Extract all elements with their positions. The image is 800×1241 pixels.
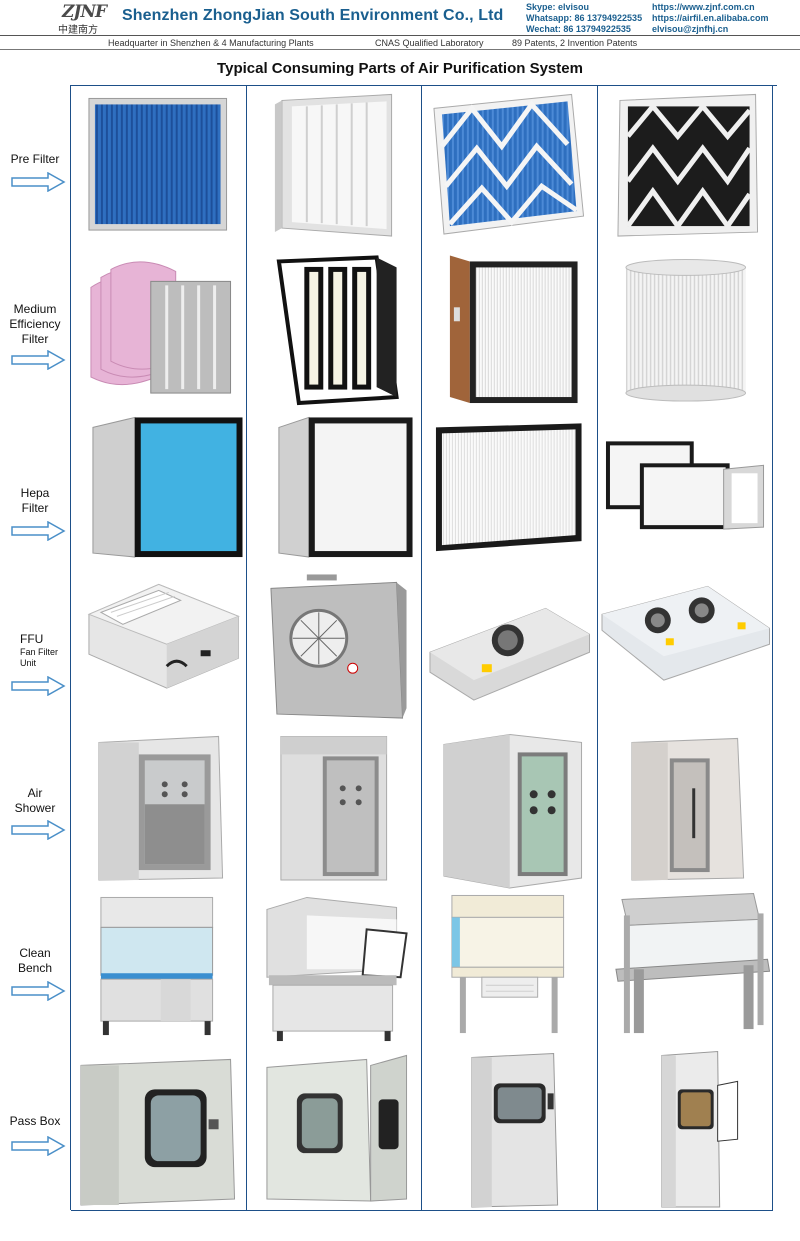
logo-chinese-name: 中建南方 bbox=[58, 25, 98, 36]
row-label-pass-box: Pass Box bbox=[9, 1114, 61, 1128]
website-link[interactable]: https://www.zjnf.com.cn bbox=[652, 2, 755, 12]
label-line: Bench bbox=[17, 961, 53, 975]
label-line: Filter bbox=[21, 332, 49, 346]
company-name: Shenzhen ZhongJian South Environment Co.… bbox=[122, 7, 504, 24]
product-image-ffu-3[interactable] bbox=[422, 567, 598, 729]
product-image-pre-filter-1[interactable] bbox=[71, 86, 247, 248]
product-image-cylinder-filter[interactable] bbox=[597, 246, 773, 408]
arrow-right-icon bbox=[11, 676, 66, 696]
label-line: Shower bbox=[14, 801, 56, 815]
product-image-ffu-4[interactable] bbox=[597, 567, 773, 729]
wechat-contact: Wechat: 86 13794922535 bbox=[526, 24, 631, 34]
product-image-clean-bench-2[interactable] bbox=[246, 888, 422, 1050]
header-divider bbox=[0, 35, 800, 36]
label-line: Filter bbox=[21, 501, 49, 515]
product-image-clean-bench-3[interactable] bbox=[422, 888, 598, 1050]
product-grid bbox=[70, 85, 777, 1211]
arrow-right-icon bbox=[11, 1136, 66, 1156]
alibaba-link[interactable]: https://airfil.en.alibaba.com bbox=[652, 13, 769, 23]
product-image-pass-box-1[interactable] bbox=[71, 1049, 247, 1211]
product-image-hepa-filter-1[interactable] bbox=[71, 407, 247, 569]
arrow-right-icon bbox=[11, 981, 66, 1001]
product-row-air-shower bbox=[71, 728, 777, 890]
product-image-bag-filter[interactable] bbox=[71, 246, 247, 408]
row-label-clean-bench: Clean Bench bbox=[0, 946, 70, 976]
product-image-clean-bench-4[interactable] bbox=[597, 888, 773, 1050]
product-image-box-filter[interactable] bbox=[422, 246, 598, 408]
label-subline: Fan Filter bbox=[20, 647, 59, 657]
product-image-air-shower-1[interactable] bbox=[71, 728, 247, 890]
arrow-right-icon bbox=[11, 172, 66, 192]
product-image-clean-bench-1[interactable] bbox=[71, 888, 247, 1050]
label-line: Medium bbox=[13, 302, 57, 316]
product-image-pass-box-4[interactable] bbox=[597, 1049, 773, 1211]
arrow-right-icon bbox=[11, 820, 66, 840]
label-line: FFU bbox=[20, 632, 44, 646]
headquarter-info: Headquarter in Shenzhen & 4 Manufacturin… bbox=[108, 38, 314, 48]
product-row-ffu bbox=[71, 567, 777, 729]
row-label-hepa-filter: Hepa Filter bbox=[0, 486, 70, 516]
company-logo: ZJNF 中建南方 bbox=[58, 2, 108, 36]
logo-mark: ZJNF bbox=[62, 2, 107, 22]
page-title: Typical Consuming Parts of Air Purificat… bbox=[217, 60, 583, 77]
row-label-air-shower: Air Shower bbox=[0, 786, 70, 816]
product-row-medium-filter bbox=[71, 246, 777, 408]
arrow-right-icon bbox=[11, 521, 66, 541]
product-image-v-bank-filter[interactable] bbox=[246, 246, 422, 408]
whatsapp-contact: Whatsapp: 86 13794922535 bbox=[526, 13, 643, 23]
page-header: ZJNF 中建南方 Shenzhen ZhongJian South Envir… bbox=[0, 0, 800, 36]
lab-info: CNAS Qualified Laboratory bbox=[375, 38, 484, 48]
product-row-pass-box bbox=[71, 1049, 777, 1211]
product-image-ffu-1[interactable] bbox=[71, 567, 247, 729]
subheader: Headquarter in Shenzhen & 4 Manufacturin… bbox=[0, 37, 800, 49]
product-image-air-shower-4[interactable] bbox=[597, 728, 773, 890]
subheader-divider bbox=[0, 49, 800, 50]
label-line: Hepa bbox=[20, 486, 50, 500]
row-label-pre-filter: Pre Filter bbox=[10, 152, 60, 166]
product-image-pre-filter-4[interactable] bbox=[597, 86, 773, 248]
product-row-clean-bench bbox=[71, 888, 777, 1050]
product-image-air-shower-3[interactable] bbox=[422, 728, 598, 890]
product-image-hepa-filter-4[interactable] bbox=[597, 407, 773, 569]
product-row-pre-filter bbox=[71, 86, 777, 248]
label-line: Air bbox=[27, 786, 43, 800]
product-image-pre-filter-2[interactable] bbox=[246, 86, 422, 248]
email-link[interactable]: elvisou@zjnfhj.cn bbox=[652, 24, 729, 34]
arrow-right-icon bbox=[11, 350, 66, 370]
label-line: Efficiency bbox=[9, 317, 61, 331]
skype-contact: Skype: elvisou bbox=[526, 2, 590, 12]
patents-info: 89 Patents, 2 Invention Patents bbox=[512, 38, 638, 48]
row-label-ffu: FFU Fan Filter Unit bbox=[0, 632, 70, 669]
product-row-hepa-filter bbox=[71, 407, 777, 569]
product-image-hepa-filter-2[interactable] bbox=[246, 407, 422, 569]
product-image-ffu-2[interactable] bbox=[246, 567, 422, 729]
product-image-hepa-filter-3[interactable] bbox=[422, 407, 598, 569]
label-subline: Unit bbox=[20, 658, 37, 668]
label-line: Clean bbox=[19, 946, 51, 960]
product-image-air-shower-2[interactable] bbox=[246, 728, 422, 890]
product-image-pass-box-3[interactable] bbox=[422, 1049, 598, 1211]
row-label-medium-filter: Medium Efficiency Filter bbox=[0, 302, 70, 347]
product-image-pass-box-2[interactable] bbox=[246, 1049, 422, 1211]
product-image-pre-filter-3[interactable] bbox=[422, 86, 598, 248]
